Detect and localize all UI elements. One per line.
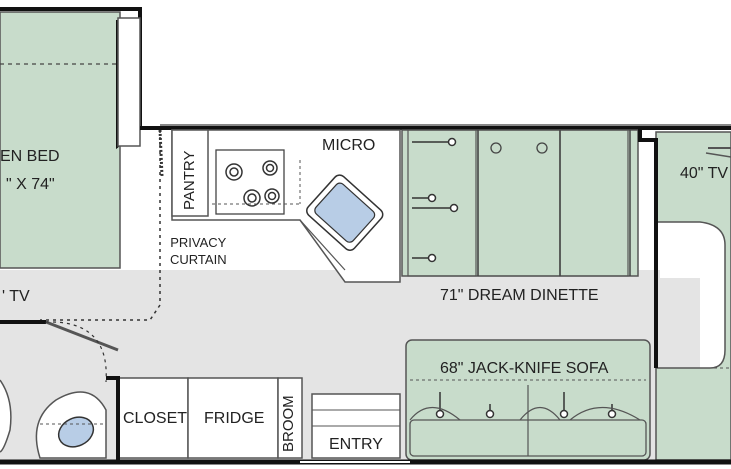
privacy-curtain — [40, 130, 161, 321]
bathroom-sink — [57, 416, 95, 448]
privacy-curtain-label: PRIVACY CURTAIN — [170, 234, 227, 268]
bed — [0, 11, 121, 269]
privacy-line-1: PRIVACY — [170, 235, 227, 250]
pantry — [171, 129, 209, 217]
entry-label: ENTRY — [329, 436, 383, 453]
closet-label: CLOSET — [123, 410, 188, 427]
bed-size-label: " X 74" — [6, 176, 55, 193]
kitchen-sink — [306, 174, 384, 252]
broom-closet — [277, 377, 303, 459]
tv-left-label: ' TV — [2, 288, 30, 305]
privacy-line-2: CURTAIN — [170, 252, 227, 267]
bed-label: EN BED — [0, 148, 60, 165]
pantry-label: PANTRY — [181, 150, 198, 210]
micro-label: MICRO — [322, 137, 376, 154]
dinette — [401, 129, 639, 277]
dinette-label: 71" DREAM DINETTE — [440, 287, 599, 304]
broom-label: BROOM — [280, 395, 297, 452]
sofa-label: 68" JACK-KNIFE SOFA — [440, 360, 609, 377]
fridge-label: FRIDGE — [204, 410, 265, 427]
tv-right-label: 40" TV — [680, 165, 729, 182]
fridge — [187, 377, 279, 459]
